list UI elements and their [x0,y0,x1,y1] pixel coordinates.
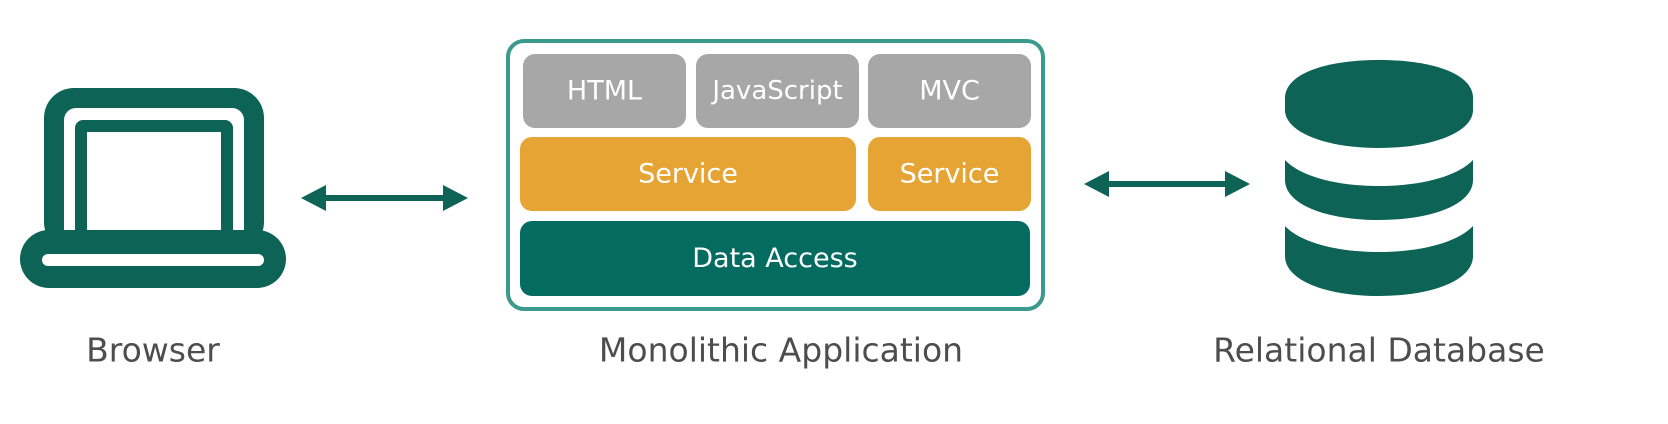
service-block-narrow [868,137,1031,211]
javascript-block [696,54,859,128]
arrow-left-icon [1084,171,1109,197]
app-database-connector [1084,171,1250,197]
arrow-right-icon [1225,171,1250,197]
browser-caption: Browser [86,331,220,370]
database-caption: Relational Database [1213,331,1545,370]
html-block [523,54,686,128]
mvc-block [868,54,1031,128]
browser-app-connector [301,185,468,211]
javascript-label: JavaScript [710,76,842,106]
arrow-left-icon [301,185,326,211]
database-node: Relational Database [1213,60,1545,370]
service-label-narrow: Service [900,159,1000,190]
application-node: HTML JavaScript MVC Service Service Data… [506,39,1045,370]
mvc-label: MVC [919,76,980,107]
laptop-icon [20,88,286,288]
data-access-block [520,221,1030,296]
presentation-layer: HTML JavaScript MVC [523,54,1031,128]
arrow-right-icon [443,185,468,211]
application-caption: Monolithic Application [599,331,963,370]
browser-node: Browser [20,88,286,370]
service-block-wide [520,137,856,211]
html-label: HTML [567,76,642,107]
data-access-layer: Data Access [520,221,1030,296]
service-label-wide: Service [638,159,738,190]
database-icon [1285,60,1473,296]
service-layer: Service Service [520,137,1031,211]
data-access-label: Data Access [692,243,857,274]
